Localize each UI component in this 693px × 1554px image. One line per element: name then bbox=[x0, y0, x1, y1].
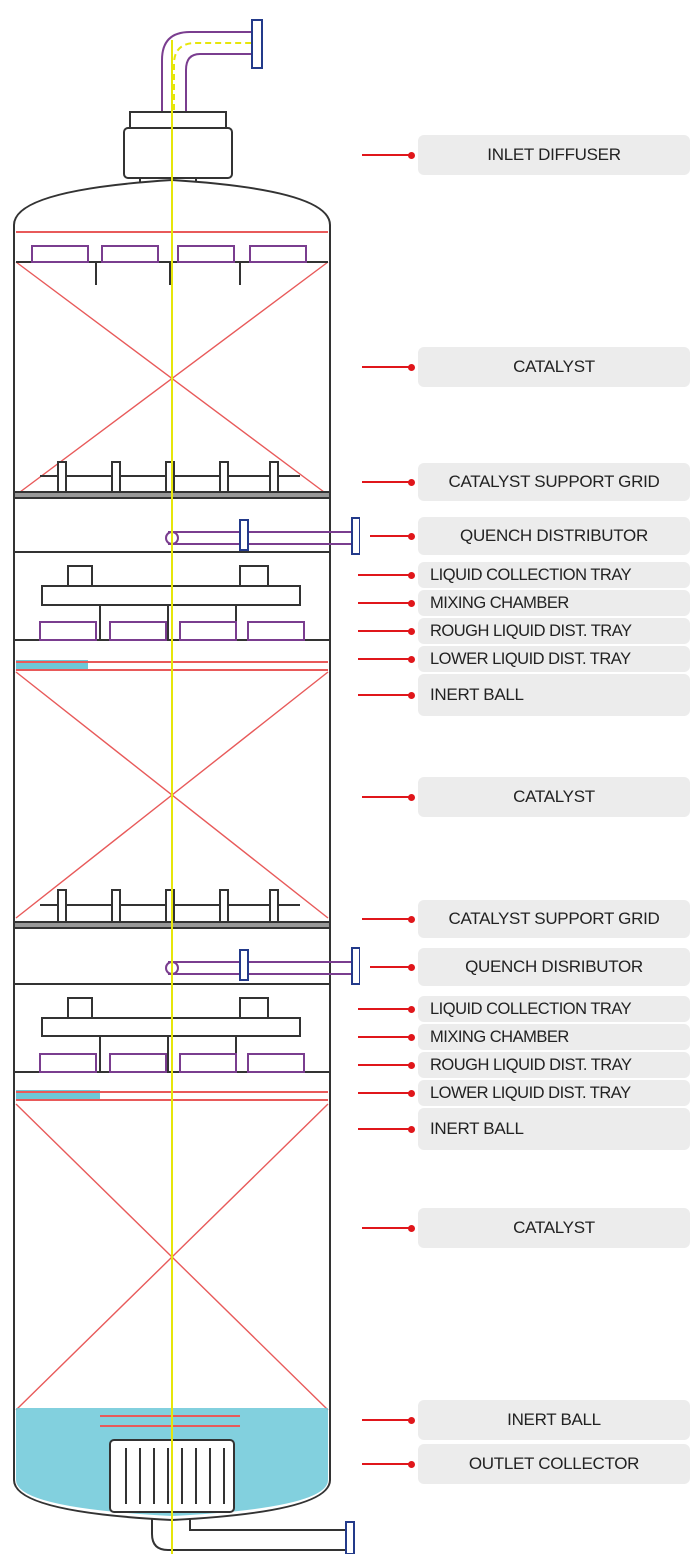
label-rough-liquid-dist-tray-2: ROUGH LIQUID DIST. TRAY bbox=[418, 1052, 690, 1078]
label-text-catalyst-support-grid-2: CATALYST SUPPORT GRID bbox=[448, 909, 660, 928]
label-inert-ball-2: INERT BALL bbox=[418, 1108, 690, 1150]
quench-flange-1 bbox=[239, 519, 249, 551]
pointer-dot-inert-ball-1 bbox=[408, 691, 415, 699]
pointer-line-inert-ball-1 bbox=[358, 694, 412, 696]
pointer-line-rough-liquid-dist-tray-2 bbox=[358, 1064, 412, 1066]
label-quench-distributor-2: QUENCH DISRIBUTOR bbox=[418, 948, 690, 986]
pointer-dot-liquid-collection-tray-2 bbox=[408, 1005, 415, 1013]
lower-dist-caps-2 bbox=[39, 1053, 305, 1073]
pointer-dot-lower-liquid-dist-tray-1 bbox=[408, 655, 415, 663]
label-text-rough-liquid-dist-tray-1: ROUGH LIQUID DIST. TRAY bbox=[430, 621, 632, 640]
label-text-mixing-chamber-1: MIXING CHAMBER bbox=[430, 593, 569, 612]
pointer-line-catalyst-3 bbox=[362, 1227, 412, 1229]
label-text-inert-ball-1: INERT BALL bbox=[430, 685, 524, 704]
pointer-dot-catalyst-1 bbox=[408, 363, 415, 371]
inlet-top-flange bbox=[129, 111, 227, 129]
pointer-dot-mixing-chamber-2 bbox=[408, 1033, 415, 1041]
label-catalyst-1: CATALYST bbox=[418, 347, 690, 387]
label-text-inert-ball-2: INERT BALL bbox=[430, 1119, 524, 1138]
pointer-line-catalyst-2 bbox=[362, 796, 412, 798]
pointer-line-catalyst-support-grid-2 bbox=[362, 918, 412, 920]
label-text-quench-distributor-1: QUENCH DISTRIBUTOR bbox=[460, 526, 648, 545]
pointer-line-inlet-diffuser bbox=[362, 154, 412, 156]
inlet-diffuser-body bbox=[123, 127, 233, 179]
pointer-line-outlet-collector bbox=[362, 1463, 412, 1465]
pointer-dot-catalyst-3 bbox=[408, 1224, 415, 1232]
pointer-line-lower-liquid-dist-tray-2 bbox=[358, 1092, 412, 1094]
outlet-collector-slots bbox=[125, 1448, 225, 1504]
label-text-inert-ball-3: INERT BALL bbox=[507, 1410, 601, 1429]
label-liquid-collection-tray-2: LIQUID COLLECTION TRAY bbox=[418, 996, 690, 1022]
label-lower-liquid-dist-tray-2: LOWER LIQUID DIST. TRAY bbox=[418, 1080, 690, 1106]
label-mixing-chamber-2: MIXING CHAMBER bbox=[418, 1024, 690, 1050]
pointer-dot-liquid-collection-tray-1 bbox=[408, 571, 415, 579]
label-outlet-collector: OUTLET COLLECTOR bbox=[418, 1444, 690, 1484]
pointer-line-liquid-collection-tray-1 bbox=[358, 574, 412, 576]
label-inlet-diffuser: INLET DIFFUSER bbox=[418, 135, 690, 175]
pointer-dot-catalyst-support-grid-1 bbox=[408, 478, 415, 486]
pointer-line-inert-ball-3 bbox=[362, 1419, 412, 1421]
pointer-dot-inert-ball-2 bbox=[408, 1125, 415, 1133]
label-inert-ball-3: INERT BALL bbox=[418, 1400, 690, 1440]
outlet-nozzle-pipe bbox=[151, 1518, 350, 1551]
label-text-catalyst-support-grid-1: CATALYST SUPPORT GRID bbox=[448, 472, 660, 491]
label-catalyst-2: CATALYST bbox=[418, 777, 690, 817]
label-text-quench-distributor-2: QUENCH DISRIBUTOR bbox=[465, 957, 643, 976]
label-text-mixing-chamber-2: MIXING CHAMBER bbox=[430, 1027, 569, 1046]
label-catalyst-support-grid-1: CATALYST SUPPORT GRID bbox=[418, 463, 690, 501]
lower-dist-caps-1 bbox=[39, 621, 305, 641]
label-text-lower-liquid-dist-tray-2: LOWER LIQUID DIST. TRAY bbox=[430, 1083, 631, 1102]
inert-ball-layer-2 bbox=[16, 1090, 100, 1100]
label-text-catalyst-1: CATALYST bbox=[513, 357, 595, 376]
inlet-flange bbox=[251, 19, 263, 69]
label-lower-liquid-dist-tray-1: LOWER LIQUID DIST. TRAY bbox=[418, 646, 690, 672]
pointer-dot-inert-ball-3 bbox=[408, 1416, 415, 1424]
label-liquid-collection-tray-1: LIQUID COLLECTION TRAY bbox=[418, 562, 690, 588]
top-tray-pipes bbox=[95, 262, 241, 285]
outlet-flange bbox=[345, 1521, 355, 1554]
pointer-line-inert-ball-2 bbox=[358, 1128, 412, 1130]
pointer-line-catalyst-support-grid-1 bbox=[362, 481, 412, 483]
pointer-dot-quench-distributor-2 bbox=[408, 963, 415, 971]
label-text-lower-liquid-dist-tray-1: LOWER LIQUID DIST. TRAY bbox=[430, 649, 631, 668]
pointer-dot-catalyst-2 bbox=[408, 793, 415, 801]
reactor-vessel-drawing bbox=[13, 19, 360, 1554]
quench-flange-2 bbox=[239, 949, 249, 981]
pointer-line-liquid-collection-tray-2 bbox=[358, 1008, 412, 1010]
quench-flange-1-outer bbox=[351, 517, 360, 555]
pointer-line-rough-liquid-dist-tray-1 bbox=[358, 630, 412, 632]
pointer-dot-inlet-diffuser bbox=[408, 151, 415, 159]
label-text-liquid-collection-tray-1: LIQUID COLLECTION TRAY bbox=[430, 565, 632, 584]
pointer-line-lower-liquid-dist-tray-1 bbox=[358, 658, 412, 660]
pointer-dot-mixing-chamber-1 bbox=[408, 599, 415, 607]
label-mixing-chamber-1: MIXING CHAMBER bbox=[418, 590, 690, 616]
inlet-nozzle-pipe bbox=[161, 31, 252, 120]
label-text-inlet-diffuser: INLET DIFFUSER bbox=[487, 145, 621, 164]
label-inert-ball-1: INERT BALL bbox=[418, 674, 690, 716]
label-text-catalyst-2: CATALYST bbox=[513, 787, 595, 806]
label-text-rough-liquid-dist-tray-2: ROUGH LIQUID DIST. TRAY bbox=[430, 1055, 632, 1074]
pointer-dot-lower-liquid-dist-tray-2 bbox=[408, 1089, 415, 1097]
pointer-line-catalyst-1 bbox=[362, 366, 412, 368]
label-text-outlet-collector: OUTLET COLLECTOR bbox=[468, 1454, 640, 1473]
pointer-line-quench-distributor-2 bbox=[370, 966, 412, 968]
pointer-line-quench-distributor-1 bbox=[370, 535, 412, 537]
pointer-dot-catalyst-support-grid-2 bbox=[408, 915, 415, 923]
pointer-dot-outlet-collector bbox=[408, 1460, 415, 1468]
pointer-line-mixing-chamber-2 bbox=[358, 1036, 412, 1038]
label-text-catalyst-3: CATALYST bbox=[513, 1218, 595, 1237]
pointer-dot-rough-liquid-dist-tray-1 bbox=[408, 627, 415, 635]
inert-ball-layer-1 bbox=[16, 660, 88, 670]
pointer-dot-quench-distributor-1 bbox=[408, 532, 415, 540]
pointer-line-mixing-chamber-1 bbox=[358, 602, 412, 604]
top-distribution-caps bbox=[31, 245, 307, 263]
pointer-dot-rough-liquid-dist-tray-2 bbox=[408, 1061, 415, 1069]
label-quench-distributor-1: QUENCH DISTRIBUTOR bbox=[418, 517, 690, 555]
label-catalyst-3: CATALYST bbox=[418, 1208, 690, 1248]
label-rough-liquid-dist-tray-1: ROUGH LIQUID DIST. TRAY bbox=[418, 618, 690, 644]
quench-flange-2-outer bbox=[351, 947, 360, 985]
label-catalyst-support-grid-2: CATALYST SUPPORT GRID bbox=[418, 900, 690, 938]
label-text-liquid-collection-tray-2: LIQUID COLLECTION TRAY bbox=[430, 999, 632, 1018]
